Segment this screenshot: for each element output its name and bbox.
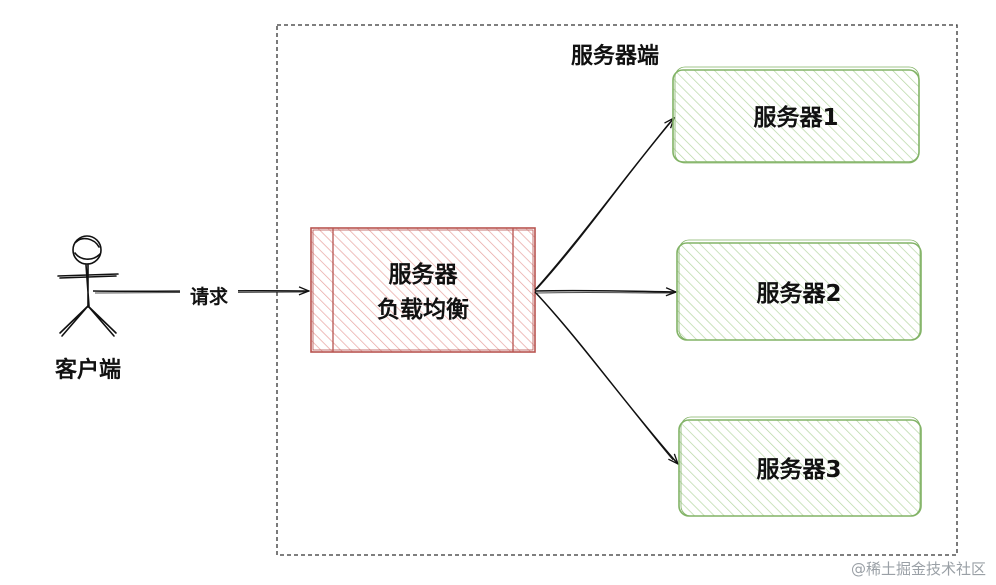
load-balancer-label-line2: 负载均衡 — [377, 296, 469, 323]
client-label: 客户端 — [55, 357, 121, 383]
server-2-label: 服务器2 — [756, 281, 841, 307]
load-balancer-label-line1: 服务器 — [389, 262, 459, 288]
arrow-to-server-1 — [534, 118, 674, 291]
arrow-to-server-2 — [534, 291, 676, 293]
server-side-group — [276, 24, 958, 556]
arrow-to-server-3 — [534, 291, 678, 464]
server-3-label: 服务器3 — [756, 457, 841, 483]
request-label: 请求 — [190, 285, 229, 308]
server-side-title: 服务器端 — [571, 44, 659, 69]
server-1-label: 服务器1 — [753, 105, 838, 131]
watermark: @稀土掘金技术社区 — [850, 560, 986, 578]
load-balancer-box — [310, 227, 536, 353]
server-1-box — [672, 66, 920, 164]
server-3-box — [678, 416, 922, 517]
server-2-box — [676, 239, 922, 341]
client-actor-icon — [57, 235, 119, 337]
